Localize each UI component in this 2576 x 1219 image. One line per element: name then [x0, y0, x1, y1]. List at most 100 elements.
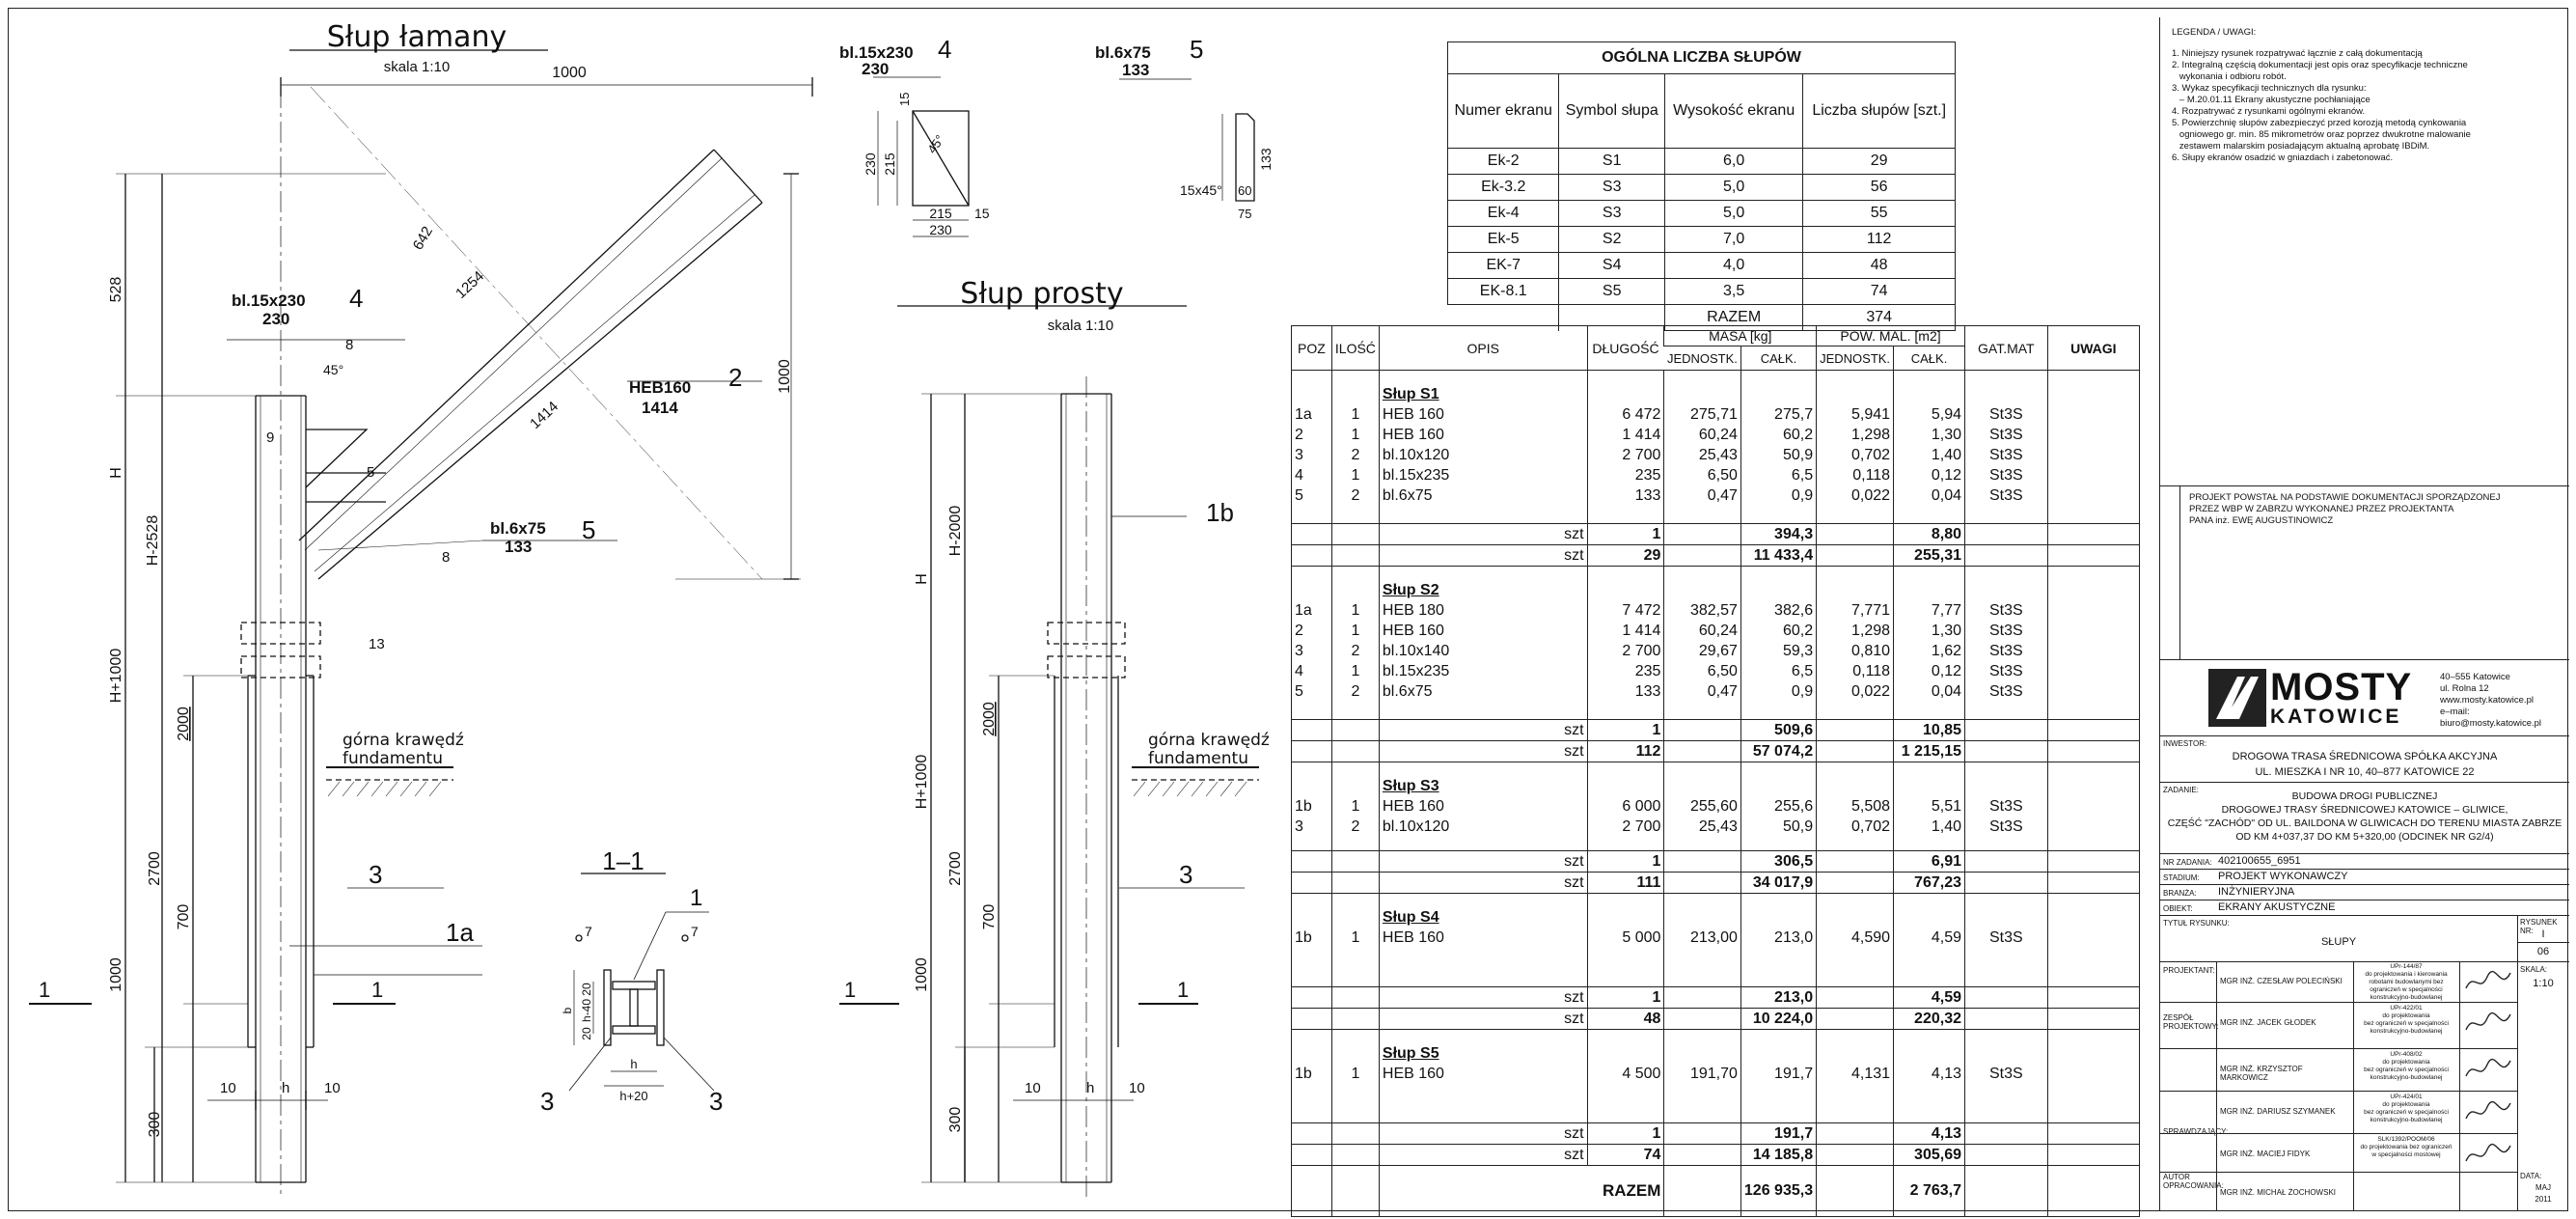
signature: [2465, 1100, 2511, 1120]
bom-material: St3S: [1963, 465, 2048, 485]
dim-label: 300: [947, 1107, 964, 1133]
bom-area-total: 0,12: [1893, 661, 1965, 681]
license-line: konstrukcyjno-budowlanej: [2370, 1117, 2443, 1123]
position-mark: 4: [349, 284, 363, 313]
bom-material: St3S: [1963, 681, 2048, 702]
license-line: konstrukcyjno-budowlanej: [2370, 1028, 2443, 1035]
bom-area-unit: 5,941: [1816, 404, 1894, 425]
stage-label: STADIUM:: [2163, 873, 2200, 882]
bom-szt-label: szt: [1378, 850, 1588, 873]
dim-label: 700: [176, 904, 192, 930]
bom-material: St3S: [1963, 661, 2048, 681]
bom-mass-unit: 25,43: [1663, 445, 1741, 465]
weld-label: 8: [345, 337, 353, 353]
scale-label: SKALA:: [2520, 965, 2548, 974]
bom-mass-unit: 29,67: [1663, 641, 1741, 661]
signature: [2465, 970, 2511, 989]
detail-plate-5: bl.6x75 133 5 133 15x45° 60 75: [1095, 35, 1274, 221]
plate4-label: bl.15x230: [232, 291, 306, 310]
bom-group-spacer: [1291, 370, 2140, 384]
bom-pos: 3: [1295, 818, 1303, 835]
drawing-straight-column: Słup prosty skala 1:10 H H-2000 H+1000 2…: [839, 280, 1270, 1197]
dim-label: h: [282, 1080, 289, 1096]
bom-area-unit: 1,298: [1816, 621, 1894, 641]
legend-note: 4. Rozpatrywać z rysunkami ogólnymi ekra…: [2172, 106, 2366, 117]
task-line: BUDOWA DROGI PUBLICZNEJ: [2291, 790, 2438, 802]
bom-mass-total: 275,7: [1740, 404, 1817, 425]
straight-column-scale: skala 1:10: [1048, 318, 1113, 334]
date-month: MAJ: [2535, 1183, 2551, 1192]
bom-mass-unit: 25,43: [1663, 817, 1741, 837]
bom-pad: [1292, 837, 2140, 851]
bom-header: UWAGI: [2046, 325, 2140, 371]
legend-title: LEGENDA / UWAGI:: [2172, 27, 2257, 38]
bom-desc: bl.15x235: [1378, 465, 1588, 485]
bom-header: CAŁK.: [1893, 346, 1965, 371]
dim-label: 528: [108, 277, 124, 303]
dim-label: 1000: [108, 957, 124, 992]
bom-szt1: 1: [1586, 986, 1664, 1009]
dim-label: 10: [1025, 1080, 1041, 1096]
dim-label: 15: [897, 93, 912, 106]
license-line: SLK/1392/POOM/06: [2377, 1136, 2435, 1143]
bom-desc: bl.6x75: [1378, 485, 1588, 506]
bom-group-header: Słup S4: [1292, 907, 2140, 928]
section-title: 1–1: [602, 846, 644, 875]
dim-label: H: [914, 573, 930, 585]
bom-group-header: Słup S3: [1292, 776, 2140, 796]
bom-mass-total: 191,7: [1740, 1064, 1817, 1084]
bom-length: 133: [1586, 485, 1664, 506]
heb-length: 1414: [642, 399, 678, 417]
bom-material: St3S: [1963, 404, 2048, 425]
bom-mass-subtotal: 509,6: [1740, 719, 1817, 741]
bom-total-row: RAZEM 126 935,3 2 763,7: [1291, 1165, 2140, 1217]
summary-header: Wysokość ekranu: [1663, 73, 1804, 149]
bom-pos: 1a: [1295, 406, 1312, 423]
bom-area-grouptotal: 1 215,15: [1893, 740, 1965, 762]
bom-length: 2 700: [1586, 817, 1664, 837]
object-label: OBIEKT:: [2163, 904, 2193, 913]
date-year: 2011: [2535, 1195, 2552, 1204]
bom-area-subtotal: 4,13: [1893, 1122, 1965, 1145]
detail4-length: 230: [862, 60, 889, 78]
bom-area-unit: 5,508: [1816, 796, 1894, 817]
dim-label: 1414: [527, 399, 562, 432]
bom-desc: HEB 160: [1378, 425, 1588, 445]
bom-pos: 5: [1295, 487, 1303, 504]
bom-pos: 1b: [1295, 1066, 1312, 1082]
project-note: PROJEKT POWSTAŁ NA PODSTAWIE DOKUMENTACJ…: [2189, 492, 2501, 527]
summary-table: OGÓLNA LICZBA SŁUPÓW Numer ekranu Symbol…: [1446, 42, 1956, 331]
bom-pos: 1a: [1295, 602, 1312, 619]
bom-szt-label: szt: [1378, 544, 1588, 567]
bom-area-unit: 0,810: [1816, 641, 1894, 661]
bom-mass-grouptotal: 34 017,9: [1740, 872, 1817, 894]
bom-szt1: 1: [1586, 523, 1664, 545]
bom-qty: 1: [1330, 621, 1380, 641]
dim-label: 60: [1238, 183, 1251, 198]
bom-length: 235: [1586, 465, 1664, 485]
foundation-label: fundamentu: [343, 749, 443, 768]
bom-area-subtotal: 8,80: [1893, 523, 1965, 545]
foundation-label: fundamentu: [1148, 749, 1248, 768]
bom-pad: [1292, 948, 2140, 987]
bom-area-subtotal: 10,85: [1893, 719, 1965, 741]
bom-area-unit: 0,022: [1816, 681, 1894, 702]
heb-label: HEB160: [629, 378, 691, 397]
bom-pos: 2: [1295, 427, 1303, 443]
bom-area-total: 4,13: [1893, 1064, 1965, 1084]
bom-desc: bl.6x75: [1378, 681, 1588, 702]
bom-szt-label: szt: [1378, 1122, 1588, 1145]
dim-label: 700: [981, 904, 998, 930]
bom-area-total: 1,40: [1893, 817, 1965, 837]
